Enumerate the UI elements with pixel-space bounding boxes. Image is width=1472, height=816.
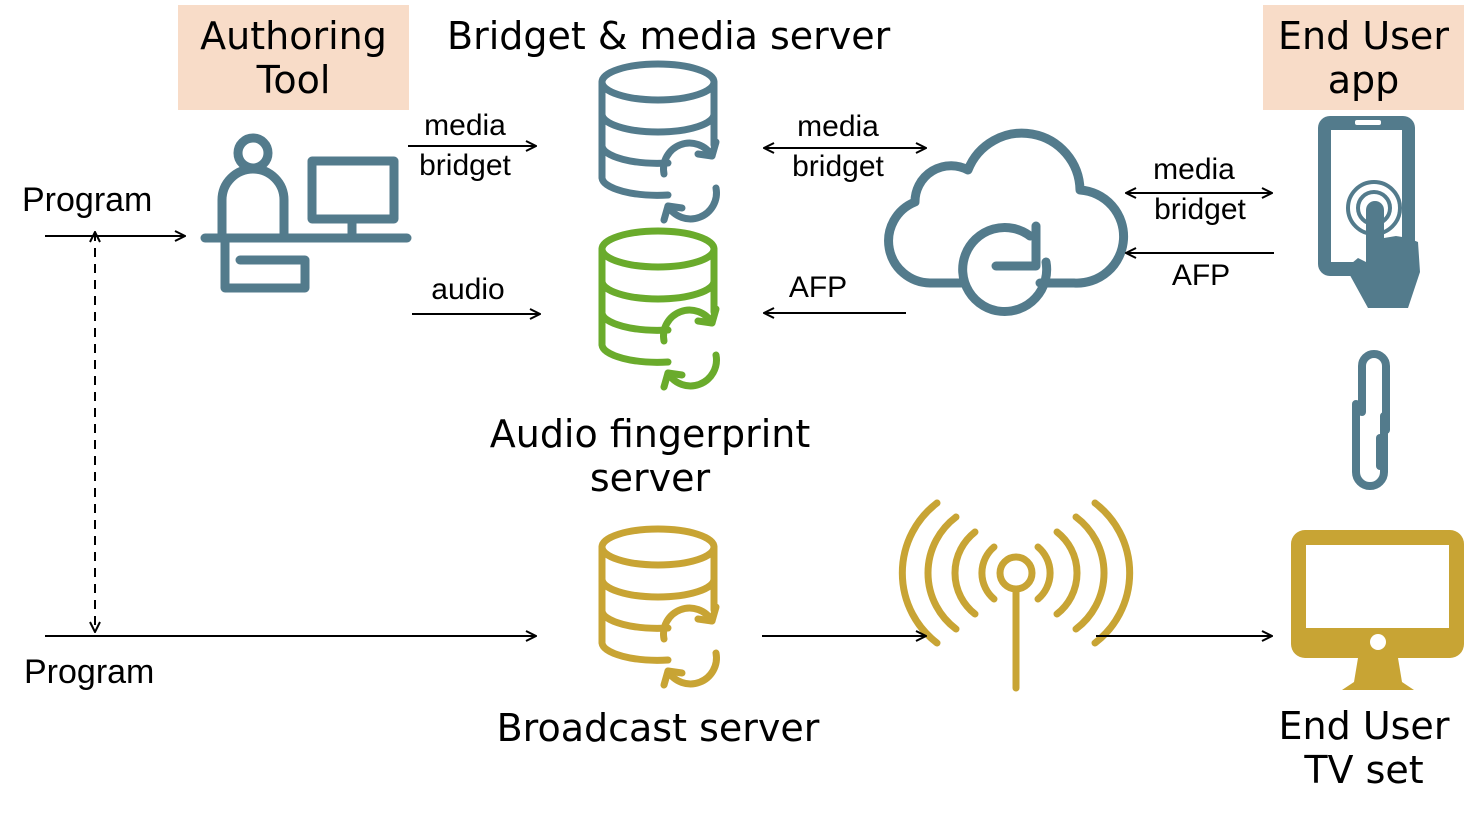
cloud-afp-label: AFP xyxy=(788,271,848,304)
bridget-media-server-db-icon xyxy=(602,64,716,220)
author-bridget-label: bridget xyxy=(419,149,511,182)
end-user-tv-title: End User TV set xyxy=(1278,704,1450,792)
end-user-app-label: End User app xyxy=(1278,13,1449,102)
program-top-label: Program xyxy=(22,181,153,219)
broadcast-server-title: Broadcast server xyxy=(496,706,820,750)
program-bottom-label: Program xyxy=(24,653,155,691)
audio-fingerprint-db-icon xyxy=(602,231,716,387)
end-user-app-box: End User app xyxy=(1263,5,1464,110)
arrow-lines xyxy=(45,146,1274,636)
app-media-label: media xyxy=(1153,153,1235,186)
person-computer-icon xyxy=(200,133,412,293)
server-cloud-media-label: media xyxy=(797,110,879,143)
cloud-sync-icon xyxy=(884,128,1129,316)
audio-fingerprint-server-title: Audio fingerprint server xyxy=(489,412,811,500)
broadcast-antenna-icon xyxy=(898,499,1134,692)
chain-link-icon xyxy=(1352,350,1390,490)
server-cloud-bridget-label: bridget xyxy=(792,150,884,183)
smartphone-touch-icon xyxy=(1318,116,1420,308)
app-afp-label: AFP xyxy=(1171,259,1231,292)
tv-monitor-icon xyxy=(1291,530,1464,690)
authoring-tool-box: Authoring Tool xyxy=(178,5,409,110)
bridget-media-server-title: Bridget & media server xyxy=(447,14,891,58)
authoring-tool-label: Authoring Tool xyxy=(200,13,387,102)
author-media-label: media xyxy=(424,109,506,142)
author-audio-label: audio xyxy=(431,273,505,306)
broadcast-server-db-icon xyxy=(602,529,716,685)
